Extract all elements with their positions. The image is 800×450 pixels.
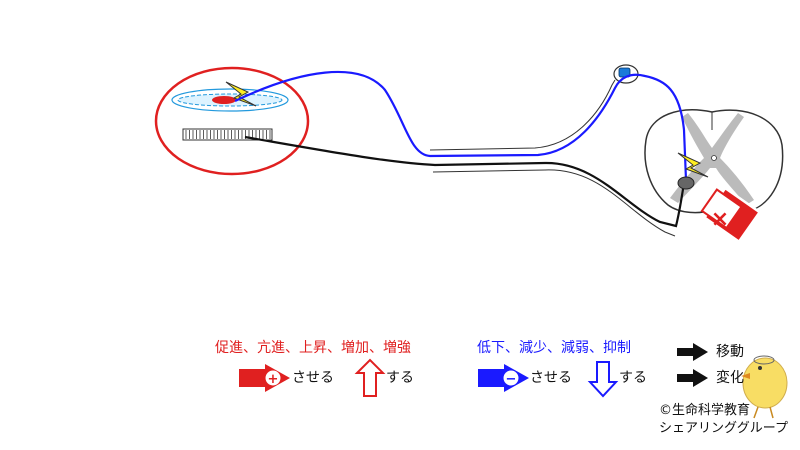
make-decrease-label: させる — [530, 370, 572, 386]
change-arrow — [677, 369, 708, 387]
sensory-receptor-core — [212, 96, 236, 104]
inhibition-cross-label — [700, 186, 762, 244]
increase-thick-arrow — [239, 364, 290, 392]
do-decrease-label: する — [619, 370, 647, 386]
decrease-terms-label: 低下、減少、減弱、抑制 — [477, 340, 631, 356]
credit-line-1: ©生命科学教育 — [659, 403, 751, 418]
motor-nerve-fiber — [244, 135, 686, 228]
credit-line-2: シェアリンググループ — [659, 421, 788, 436]
move-arrow — [677, 343, 708, 361]
move-label: 移動 — [716, 344, 744, 360]
do-increase-label: する — [386, 370, 414, 386]
increase-terms-label: 促進、亢進、上昇、増加、増強 — [215, 340, 411, 356]
minus-sign: − — [506, 372, 517, 387]
chick-mascot-logo — [741, 355, 788, 419]
inhibition-cross-sign: × — [711, 207, 729, 232]
change-label: 変化 — [716, 370, 744, 386]
tissue-zoom-circle — [154, 66, 310, 176]
central-canal — [711, 155, 717, 161]
nerve-bundle-outline-upper — [429, 79, 616, 151]
motor-neuron-cell — [677, 176, 695, 190]
increase-outline-arrow — [354, 358, 386, 397]
sensory-nerve-fiber — [234, 70, 688, 181]
decrease-outline-arrow — [587, 361, 619, 398]
nerve-bundle-outline-lower — [432, 169, 676, 237]
plus-sign: + — [268, 372, 279, 387]
make-increase-label: させる — [292, 370, 334, 386]
muscle-block — [182, 128, 273, 141]
decrease-thick-arrow — [478, 364, 529, 392]
sensory-receptor-outer — [171, 88, 289, 112]
